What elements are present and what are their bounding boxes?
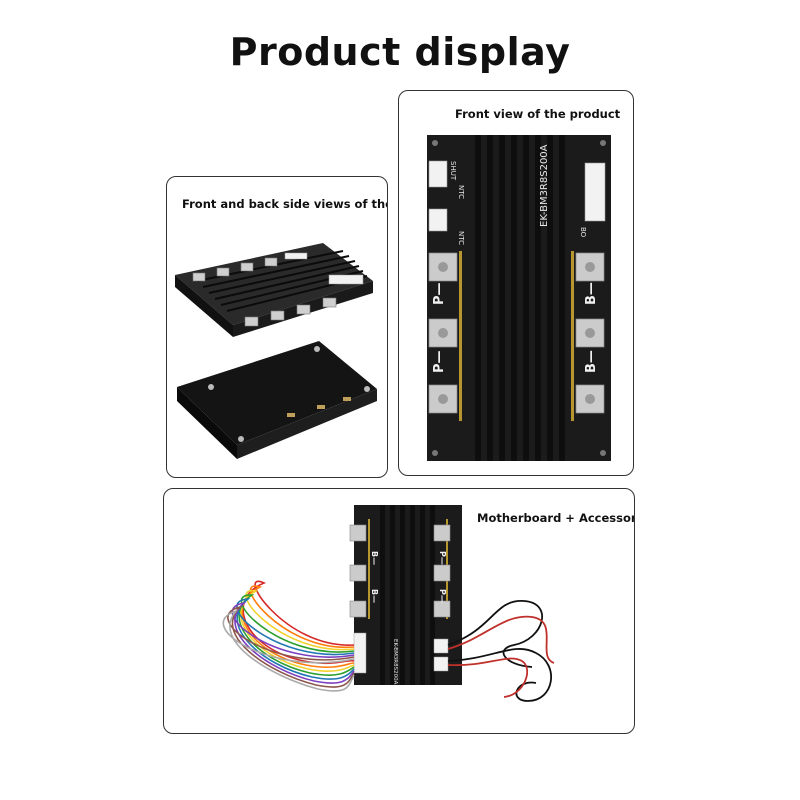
acc-model-label: EK-BM3R8S200A <box>392 639 398 685</box>
p-minus-label-2: P— <box>432 350 447 373</box>
acc-p-minus-label: P— <box>438 551 447 565</box>
acc-b-minus-label-2: B— <box>370 589 379 603</box>
ntc-label: NTC <box>457 231 465 245</box>
ntc-label-upper: NTC <box>457 185 465 199</box>
page-title: Product display <box>229 30 571 74</box>
acc-b-minus-label: B— <box>370 551 379 565</box>
board-accessories-illustration: B— B— P— P— EK-BM3R8S200A <box>222 505 555 702</box>
bo-label: BO <box>579 227 587 238</box>
sensor-wires <box>447 600 555 702</box>
b-minus-label: B— <box>584 282 599 305</box>
board-back-perspective <box>177 341 377 459</box>
balance-wire-bundle <box>222 580 355 692</box>
p-minus-label: P— <box>432 282 447 305</box>
panel-motherboard-accessories: Motherboard + Accessories B— B— <box>163 488 635 734</box>
b-minus-label-2: B— <box>584 350 599 373</box>
board-front-perspective <box>175 243 373 337</box>
panel-front-view: Front view of the product <box>398 90 634 476</box>
panel-label-front-back: Front and back side views of the product <box>182 197 387 211</box>
panel-label-front: Front view of the product <box>455 107 621 121</box>
shut-label: SHUT <box>449 161 457 181</box>
panel-label-accessories: Motherboard + Accessories <box>477 511 635 525</box>
acc-p-minus-label-2: P— <box>438 589 447 603</box>
panel-front-back-views: Front and back side views of the product <box>166 176 388 478</box>
board-model-label: EK-BM3R8S200A <box>539 144 550 227</box>
board-front-illustration: EK-BM3R8S200A NTC NTC SHUT BO P— P— B— B… <box>427 135 611 461</box>
board-perspective-illustration <box>175 243 377 459</box>
